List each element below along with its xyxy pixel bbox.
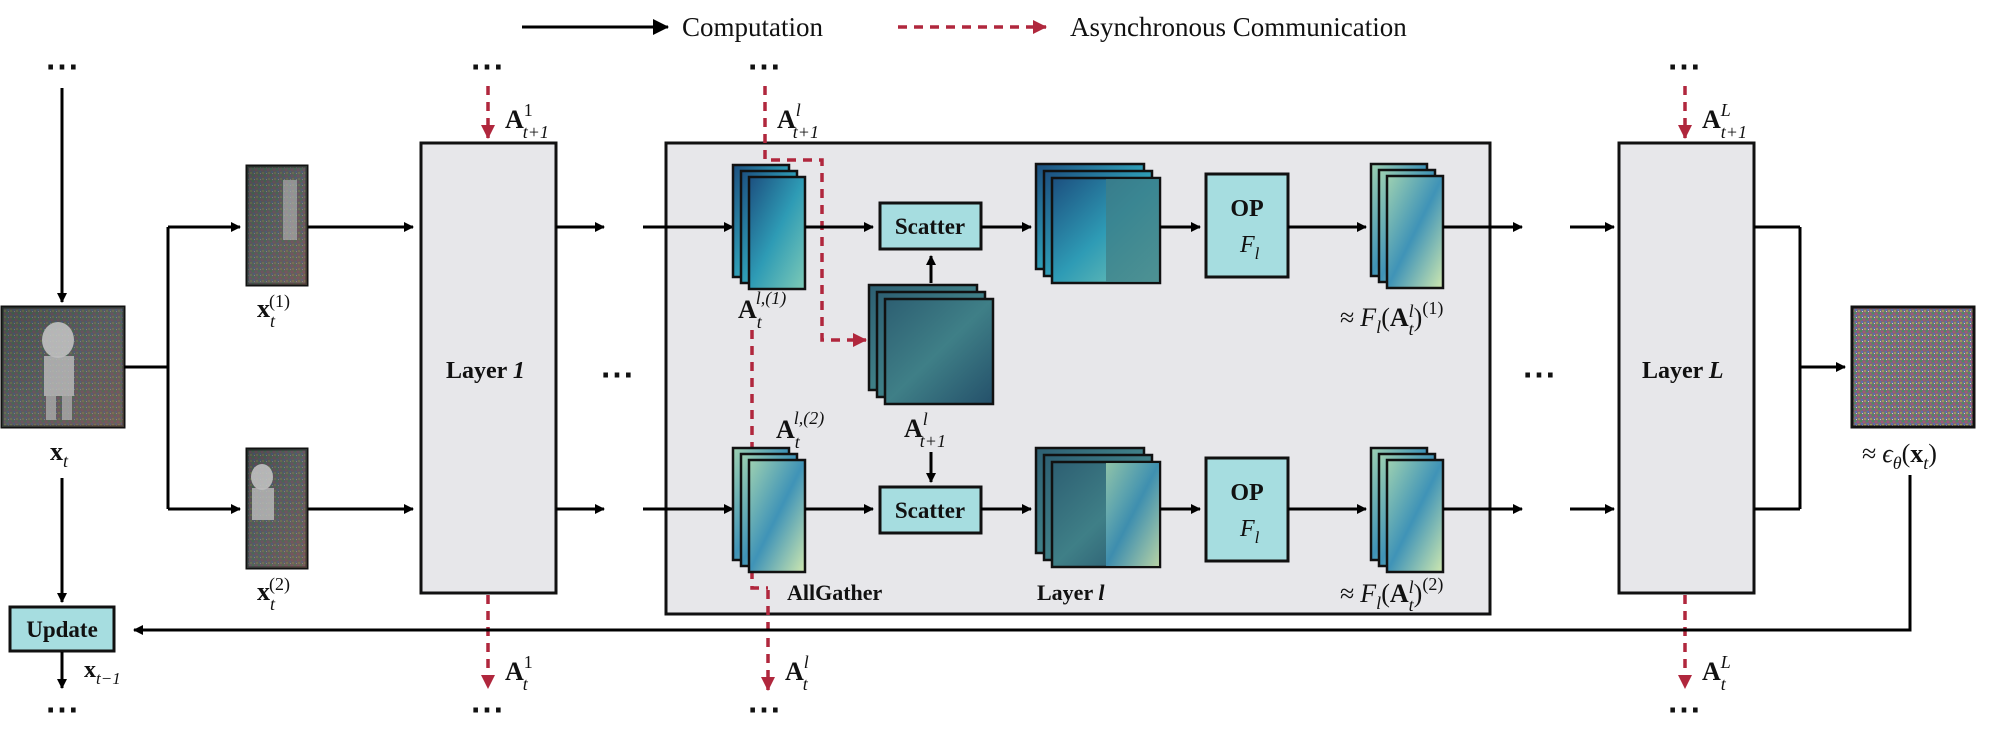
activation-stack-2 [731,446,807,574]
ellipsis-mid-right: ⋯ [1522,357,1556,394]
ellipsis-top-layerL: ⋯ [1667,49,1701,86]
xt-patch-2-image [245,447,309,570]
xt-image [0,305,126,429]
layer-1-box [419,141,558,595]
output-stack-bottom [1369,446,1445,574]
label-At-l1: Atl,(1) [738,288,786,332]
arrow-feedback-to-update [133,475,1912,635]
ellipsis-top-left: ⋯ [45,49,79,86]
xt-patch-1-image [245,164,309,287]
ellipsis-bottom-left: ⋯ [45,692,79,729]
update-label: Update [26,617,98,642]
op-top-F: Fl [1239,232,1260,263]
allgather-label: AllGather [787,580,883,605]
stale-activation-stack [867,283,995,406]
allgather-dashed-loop [750,330,768,590]
label-F-out-1: ≈Fl(Atl)(1) [1340,298,1443,339]
ellipsis-top-layer1: ⋯ [470,49,504,86]
output-noise-image [1850,305,1976,429]
ellipsis-top-layerl: ⋯ [747,49,781,86]
layer-l-label: Layer l [1037,580,1105,605]
activation-stack-1 [731,163,807,291]
op-top-label: OP [1230,196,1263,222]
legend-async-label: Asynchronous Communication [1070,12,1407,42]
ellipsis-bottom-layer1: ⋯ [470,692,504,729]
scatter-bottom-label: Scatter [895,498,965,523]
layer-1-label: Layer 1 [446,358,525,384]
layer-L-label: Layer L [1642,358,1724,384]
label-xt-minus-1: xt−1 [84,657,121,688]
legend-computation-label: Computation [682,12,823,42]
ellipsis-bottom-layerL: ⋯ [1667,692,1701,729]
label-F-out-2: ≈Fl(Atl)(2) [1340,574,1443,615]
mixed-activation-top [1034,162,1162,285]
mixed-activation-bottom [1034,446,1162,569]
label-xt: xt [50,437,69,471]
label-At-l2: Atl,(2) [776,408,824,452]
label-epsilon: ≈ϵθ(xt) [1862,439,1937,473]
op-bottom-box [1204,456,1290,563]
scatter-top-label: Scatter [895,214,965,239]
output-stack-top [1369,162,1445,290]
ellipsis-mid-left: ⋯ [600,357,634,394]
op-bottom-F: Fl [1239,516,1260,547]
async-in-layerl [763,86,867,347]
ellipsis-bottom-layerl: ⋯ [747,692,781,729]
label-xt-1: xt(1) [257,291,290,331]
label-xt-2: xt(2) [257,574,290,614]
op-bottom-label: OP [1230,480,1263,506]
update-box [8,605,116,653]
op-top-box [1204,172,1290,279]
layer-L-box [1617,141,1756,595]
